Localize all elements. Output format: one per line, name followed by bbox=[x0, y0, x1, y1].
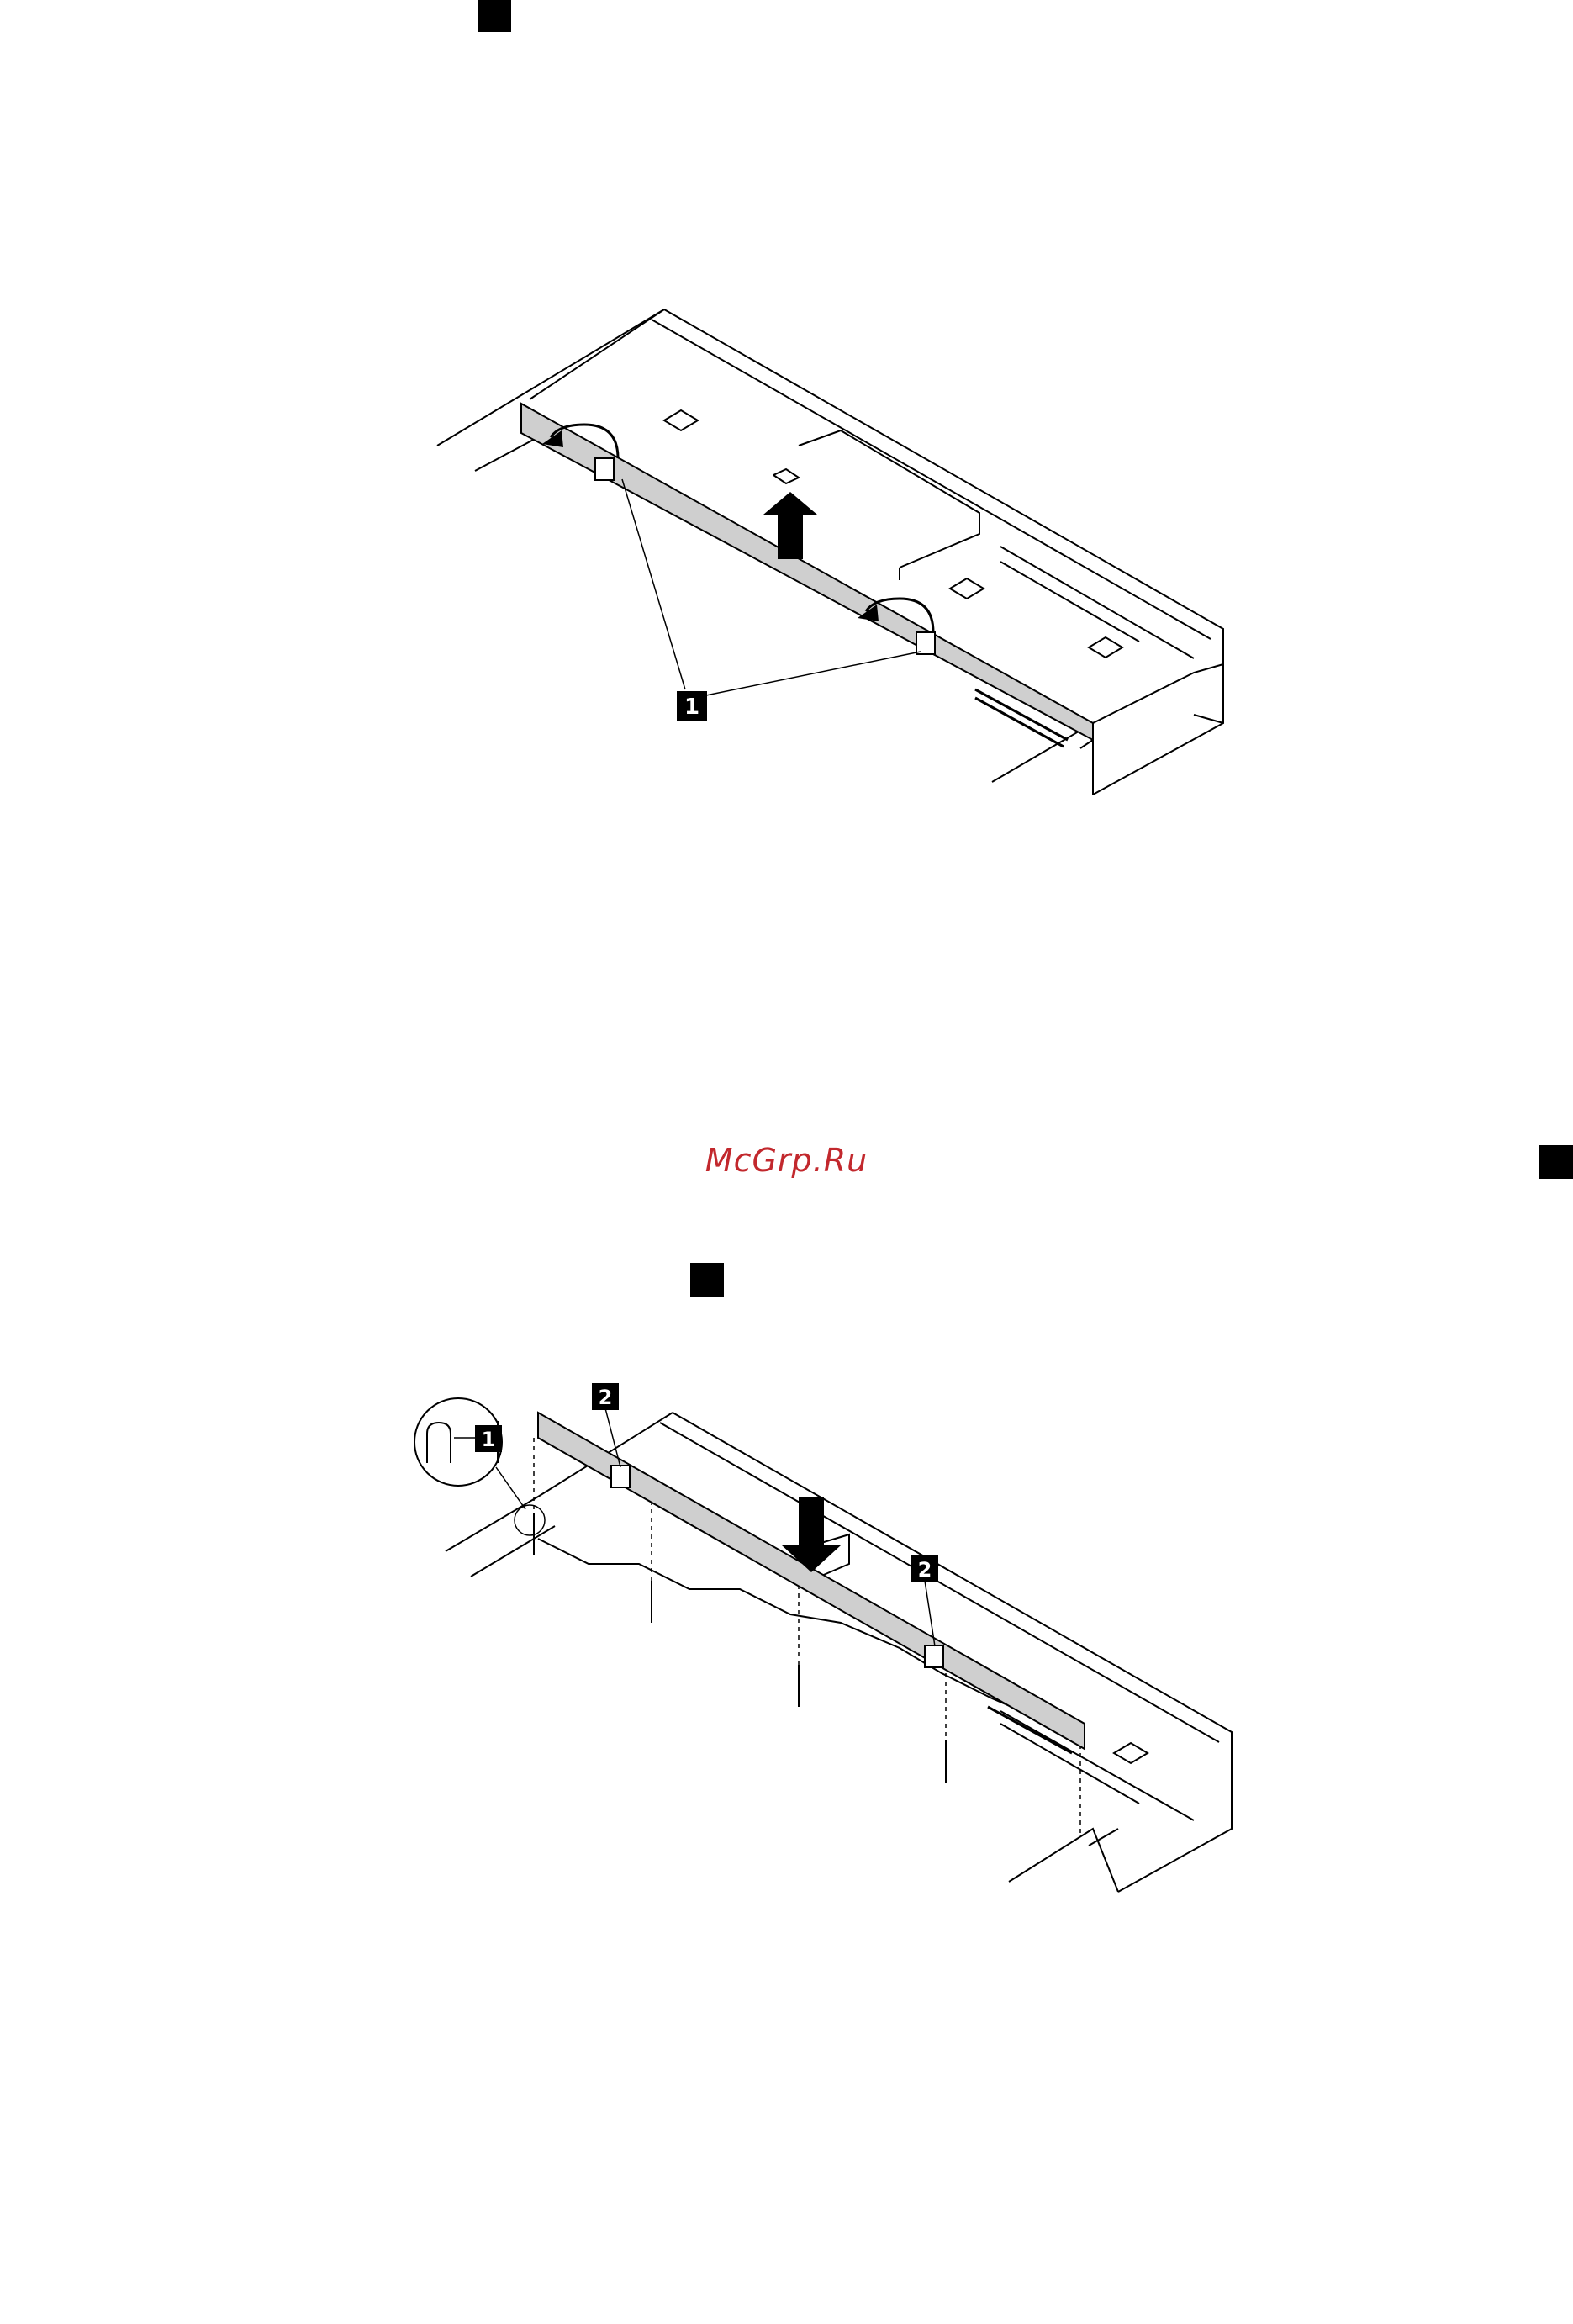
backplane-removal-illustration: 1 bbox=[0, 0, 1573, 841]
latch-icon bbox=[916, 632, 935, 654]
latch-icon bbox=[611, 1466, 630, 1487]
latch-icon bbox=[595, 458, 614, 480]
callout-2-label: 2 bbox=[918, 1558, 932, 1582]
backplane-install-illustration: 1 2 2 bbox=[0, 1345, 1573, 1967]
callout-1-label: 1 bbox=[684, 695, 699, 720]
latch-icon bbox=[925, 1645, 943, 1667]
figure-install-backplane: 1 2 2 bbox=[0, 1345, 1573, 1967]
callout-1-label: 1 bbox=[482, 1428, 496, 1451]
callout-2-label: 2 bbox=[599, 1386, 613, 1409]
watermark-text: McGrp.Ru bbox=[0, 1142, 1573, 1179]
black-square-marker bbox=[690, 1263, 724, 1297]
figure-remove-backplane: 1 bbox=[0, 0, 1573, 841]
